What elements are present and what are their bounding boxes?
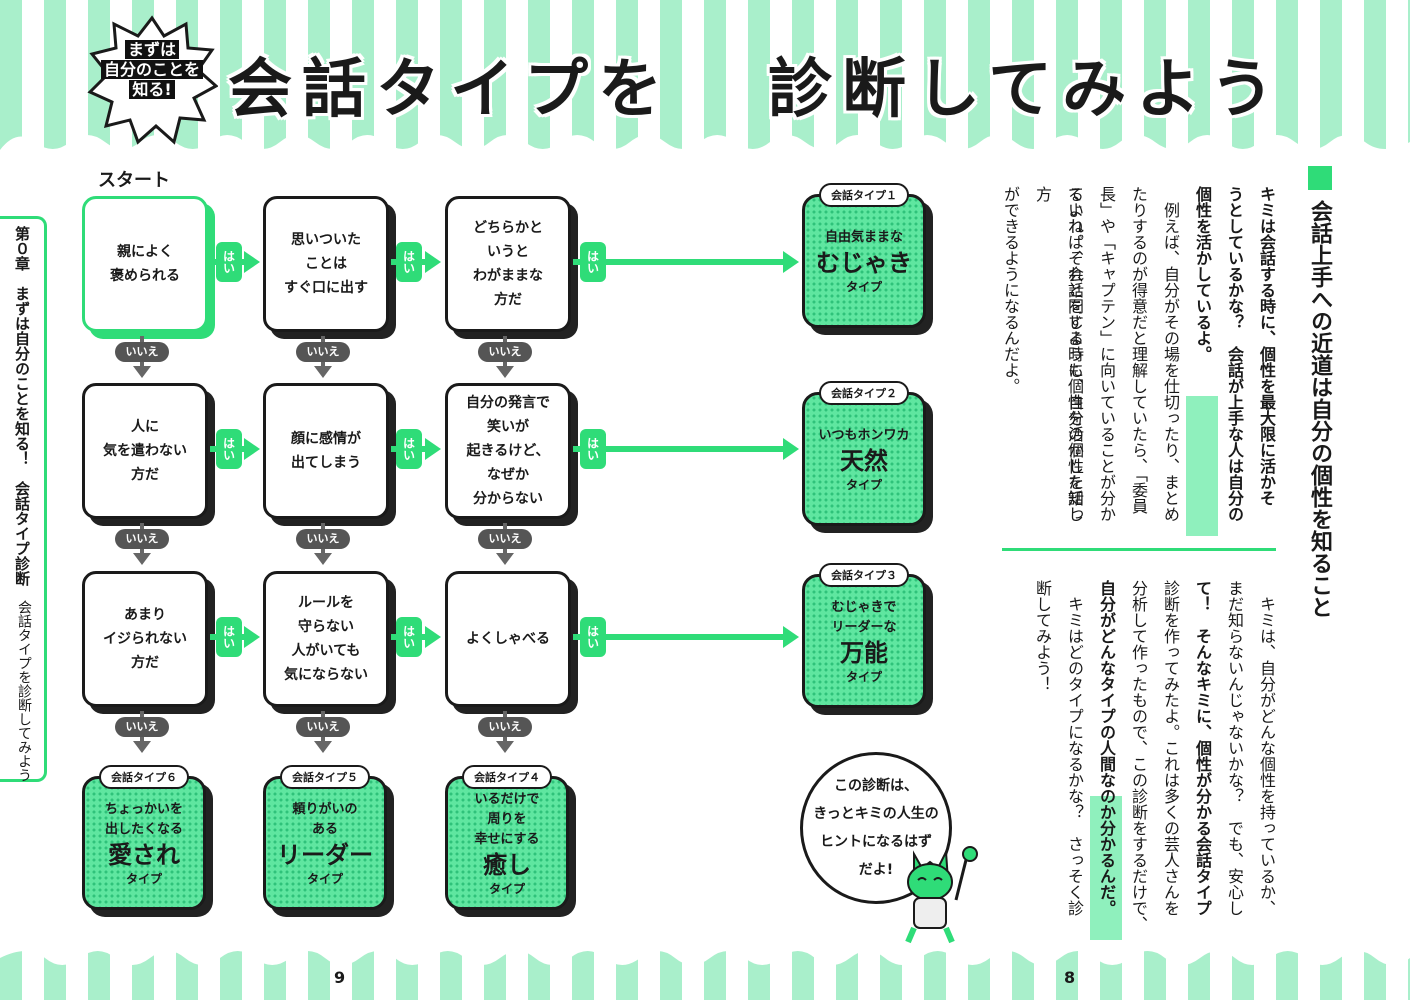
question-box: 親によく 褒められる bbox=[82, 196, 208, 332]
article-line: て！ そんなキミに、個性が分かる会話タイプ bbox=[1193, 580, 1212, 916]
article-line: 例えば、自分がその場を仕切ったり、まとめ bbox=[1161, 186, 1180, 522]
no-tag: いいえ bbox=[478, 342, 532, 362]
result-type-4: 会話タイプ４ いるだけで 周りを 幸せにする 癒し タイプ bbox=[445, 765, 569, 910]
no-tag: いいえ bbox=[478, 717, 532, 737]
section-divider bbox=[1002, 548, 1276, 551]
no-tag: いいえ bbox=[478, 529, 532, 549]
article-line: 長」や「キャプテン」に向いていることが分か bbox=[1097, 186, 1116, 522]
question-box: ルールを 守らない 人がいても 気にならない bbox=[263, 571, 389, 707]
result-type-5: 会話タイプ５ 頼りがいの ある リーダー タイプ bbox=[263, 765, 387, 910]
result-type-6: 会話タイプ６ ちょっかいを 出したくなる 愛され タイプ bbox=[82, 765, 206, 910]
yes-tag: はい bbox=[580, 429, 606, 469]
article-line: 診断を作ってみたよ。これは多くの芸人さんを bbox=[1161, 580, 1180, 916]
result-type-2: 会話タイプ２ いつもホンワカ 天然 タイプ bbox=[802, 381, 926, 526]
yes-tag: はい bbox=[216, 242, 242, 282]
badge-label: まずは 自分のことを 知る! bbox=[96, 40, 208, 100]
yes-tag: はい bbox=[396, 429, 422, 469]
no-tag: いいえ bbox=[296, 717, 350, 737]
no-tag: いいえ bbox=[296, 529, 350, 549]
result-type-3: 会話タイプ３ むじゃきで リーダーな 万能 タイプ bbox=[802, 563, 926, 708]
question-box: 思いついた ことは すぐ口に出す bbox=[263, 196, 389, 332]
header-wave bbox=[0, 135, 1410, 158]
article-line: たりするのが得意だと理解していたら、「委員 bbox=[1129, 186, 1148, 514]
heading-marker bbox=[1308, 166, 1332, 190]
yes-tag: はい bbox=[396, 242, 422, 282]
article-line: ていれば、会話をする時も個性を活かした話し方 bbox=[1033, 186, 1084, 522]
yes-tag: はい bbox=[216, 617, 242, 657]
question-box: どちらかと いうと わがままな 方だ bbox=[445, 196, 571, 332]
no-tag: いいえ bbox=[115, 717, 169, 737]
question-box: 自分の発言で 笑いが 起きるけど、 なぜか 分からない bbox=[445, 383, 571, 519]
yes-tag: はい bbox=[396, 617, 422, 657]
article-line: キミは、自分がどんな個性を持っているか、 bbox=[1257, 580, 1276, 916]
article-line: 分析して作ったもので、この診断をするだけで、 bbox=[1129, 580, 1148, 932]
article-line: 断してみよう！ bbox=[1033, 580, 1052, 692]
result-type-1: 会話タイプ１ 自由気ままな むじゃき タイプ bbox=[802, 183, 926, 328]
header-stripe-band bbox=[0, 0, 1410, 150]
footer-wave bbox=[0, 944, 1410, 965]
article-line: まだ知らないんじゃないかな？ でも、安心し bbox=[1225, 580, 1244, 916]
article-line: うとしているかな？ 会話が上手な人は自分の bbox=[1225, 186, 1244, 522]
article-line: 自分がどんなタイプの人間なのか分かるんだ。 bbox=[1090, 580, 1122, 940]
article-line: キミは会話する時に、個性を最大限に活かそ bbox=[1257, 186, 1276, 506]
page-title-left: 会話タイプを bbox=[228, 53, 672, 127]
article-heading: 会話上手への近道は自分の個性を知ること bbox=[1307, 200, 1332, 618]
no-tag: いいえ bbox=[115, 342, 169, 362]
article-line: るよね。それと同じように、自分の個性を知っ bbox=[1065, 186, 1084, 522]
yes-tag: はい bbox=[580, 617, 606, 657]
chapter-label: 第０章 まずは自分のことを知る！ 会話タイプ診断 bbox=[13, 226, 31, 586]
no-tag: いいえ bbox=[296, 342, 350, 362]
question-box: よくしゃべる bbox=[445, 571, 571, 707]
article-line: ができるようになるんだよ。 bbox=[1001, 186, 1020, 394]
yes-tag: はい bbox=[580, 242, 606, 282]
cat-mascot-icon bbox=[905, 846, 978, 944]
chapter-subtitle: 会話タイプを診断してみよう bbox=[16, 600, 32, 782]
yes-arrow bbox=[573, 438, 799, 460]
yes-arrow bbox=[573, 251, 799, 273]
article-line: キミはどのタイプになるかな？ さっそく診 bbox=[1065, 580, 1084, 916]
yes-tag: はい bbox=[216, 429, 242, 469]
question-box: 顔に感情が 出てしまう bbox=[263, 383, 389, 519]
chapter-tab bbox=[0, 216, 47, 782]
page-title-right: 診断してみよう bbox=[768, 53, 1285, 127]
yes-arrow bbox=[573, 626, 799, 648]
question-box: 人に 気を遣わない 方だ bbox=[82, 383, 208, 519]
article-line: 個性を活かしているよ。 bbox=[1186, 186, 1218, 536]
page-number-right: 8 bbox=[1064, 968, 1076, 987]
no-tag: いいえ bbox=[115, 529, 169, 549]
start-label: スタート bbox=[98, 170, 170, 191]
question-box: あまり イジられない 方だ bbox=[82, 571, 208, 707]
page-number-left: 9 bbox=[334, 968, 346, 987]
